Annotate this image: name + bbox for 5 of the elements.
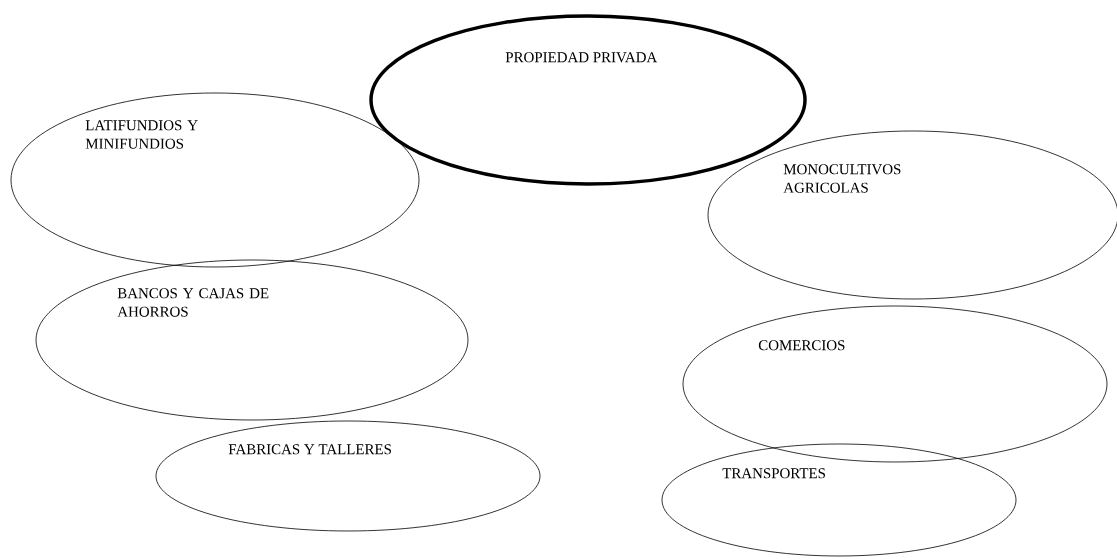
ellipse-node: BANCOS Y CAJAS DE AHORROS: [35, 259, 469, 421]
ellipse-node: FABRICAS Y TALLERES: [155, 420, 541, 532]
ellipse-node: TRANSPORTES: [661, 443, 1017, 557]
ellipse-node: LATIFUNDIOS Y MINIFUNDIOS: [10, 92, 420, 268]
ellipse-node: COMERCIOS: [682, 305, 1108, 463]
